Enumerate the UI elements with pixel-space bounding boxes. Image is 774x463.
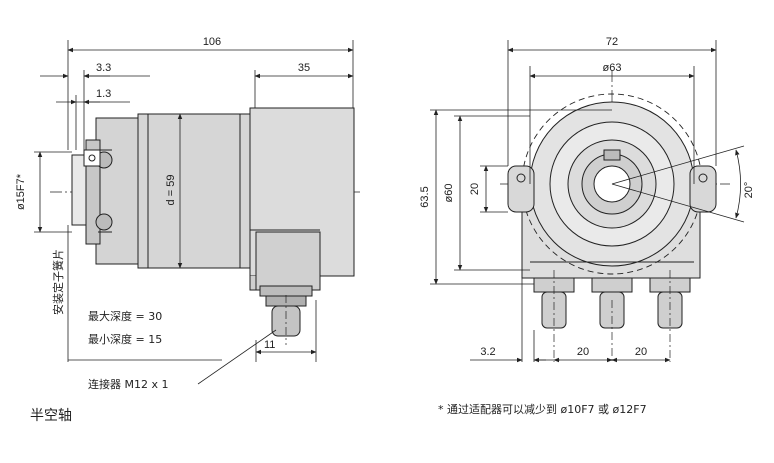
front-view-dimensions xyxy=(430,40,745,363)
stator-spring-note: 安装定子簧片 xyxy=(51,249,65,315)
dim-3-3: 3.3 xyxy=(96,62,111,74)
dim-body-diameter: d = 59 xyxy=(165,175,177,206)
side-view-dimensions xyxy=(34,40,354,385)
dim-11: 11 xyxy=(264,339,275,351)
caption: 半空轴 xyxy=(30,408,72,424)
dim-20-left: 20 xyxy=(577,346,589,358)
depth-max-label: 最大深度 = 30 xyxy=(88,309,162,323)
connector-label: 连接器 M12 x 1 xyxy=(88,378,169,391)
footnote: * 通过适配器可以减少到 ø10F7 或 ø12F7 xyxy=(438,403,647,416)
depth-min-label: 最小深度 = 15 xyxy=(88,332,162,346)
dim-20-right: 20 xyxy=(635,346,647,358)
dim-35: 35 xyxy=(298,62,310,74)
front-view xyxy=(500,70,730,362)
dim-72: 72 xyxy=(606,36,618,48)
dim-60: ø60 xyxy=(443,184,455,203)
front-view-labels: 72 ø63 63.5 ø60 20 20° 3.2 20 20 * 通过适配器… xyxy=(419,36,755,416)
dim-3-2: 3.2 xyxy=(480,346,495,358)
dim-106: 106 xyxy=(203,36,221,48)
dim-20-vertical: 20 xyxy=(469,183,481,195)
dim-angle: 20° xyxy=(743,182,755,199)
side-view xyxy=(50,107,360,345)
dim-1-3: 1.3 xyxy=(96,88,111,100)
dim-shaft-diameter: ø15F7* xyxy=(15,173,27,210)
dim-63-5: 63.5 xyxy=(419,186,431,207)
dim-63: ø63 xyxy=(603,62,622,74)
side-view-labels: 106 3.3 1.3 35 ø15F7* d = 59 安装定子簧片 最大深度… xyxy=(15,36,310,424)
